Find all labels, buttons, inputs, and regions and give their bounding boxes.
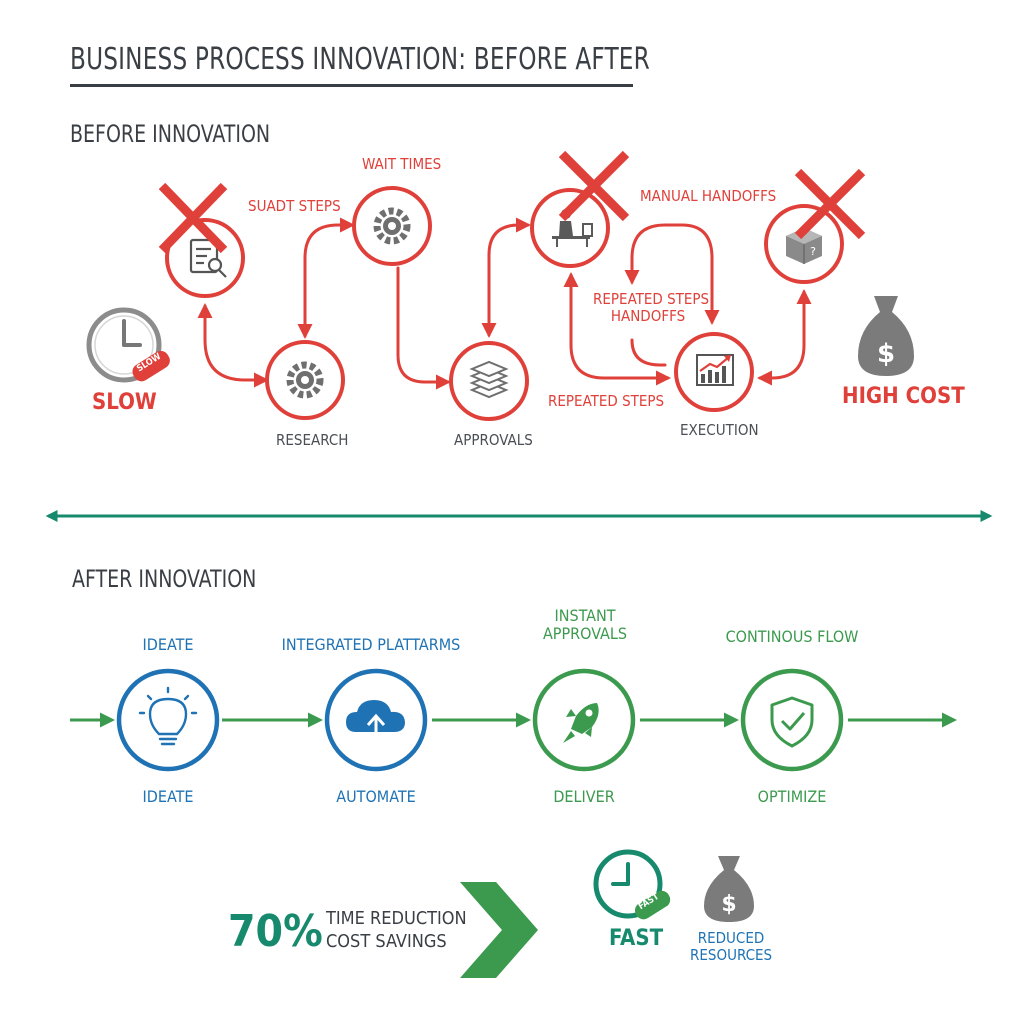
slow-label: SLOW: [92, 390, 157, 415]
fast-clock-icon: [593, 849, 671, 920]
reduced-line2: RESOURCES: [690, 946, 773, 965]
annotation-wait-times: WAIT TIMES: [362, 155, 442, 173]
before-approvals-node: [449, 341, 529, 421]
high-cost-money-bag-icon: $: [858, 296, 914, 376]
savings-percent: 70%: [228, 906, 323, 957]
before-gear-node: [352, 186, 432, 266]
after-bottom-label-ideate: IDEATE: [142, 787, 194, 806]
after-bottom-label-optimize: OPTIMIZE: [757, 787, 827, 806]
after-bottom-label-automate: AUTOMATE: [336, 787, 416, 806]
box-question-icon: ?: [786, 228, 822, 264]
after-automate-node: [324, 668, 428, 772]
step-label-research: RESEARCH: [276, 431, 349, 449]
svg-text:?: ?: [810, 245, 816, 258]
before-heading: BEFORE INNOVATION: [70, 120, 271, 148]
before-doc-node: [165, 218, 245, 298]
slow-clock-icon: [86, 307, 170, 383]
connector-research-gear: [297, 217, 355, 339]
after-bottom-label-deliver: DELIVER: [553, 787, 615, 806]
slow-badge: [132, 350, 170, 382]
gear-icon: [286, 361, 324, 399]
before-research-node: [265, 340, 345, 420]
after-ideate-node: [116, 668, 220, 772]
connector-loop-handoffs: [624, 223, 720, 325]
annotation-manual-handoffs: MANUAL HANDOFFS: [640, 187, 777, 205]
gear-icon: [373, 207, 411, 245]
document-search-icon: [189, 238, 227, 278]
savings-description: TIME REDUCTION COST SAVINGS: [326, 907, 467, 954]
results-chevron: [460, 882, 538, 978]
reduced-resources-label: REDUCED RESOURCES: [690, 929, 773, 965]
after-top-label-integrated: INTEGRATED PLATTARMS: [281, 635, 461, 654]
page-title: BUSINESS PROCESS INNOVATION: BEFORE AFTE…: [70, 42, 650, 77]
connector-doc-research: [197, 303, 269, 388]
fast-label: FAST: [609, 926, 664, 951]
after-deliver-node: [532, 668, 636, 772]
x-mark-box: [794, 168, 866, 240]
connector-execution-box: [757, 289, 812, 386]
title-underline: [70, 84, 633, 87]
savings-line-time: TIME REDUCTION: [326, 908, 467, 929]
before-execution-node: [674, 332, 754, 412]
x-mark-doc: [158, 182, 228, 254]
step-label-execution: EXECUTION: [680, 421, 759, 439]
annotation-extra-steps: SUADT STEPS: [248, 197, 341, 215]
reduced-money-bag-icon: $: [704, 856, 754, 922]
growth-chart-icon: [696, 354, 734, 386]
connector-approvals-desk: [481, 217, 531, 338]
after-top-label-instant-line1: INSTANT: [554, 606, 616, 625]
connector-loop-repeated: [630, 338, 667, 367]
annotation-repeated-handoffs-line1: REPEATED STEPS: [593, 290, 710, 308]
x-mark-desk: [558, 150, 630, 222]
before-box-node: ?: [764, 204, 844, 284]
annotation-repeated-steps: REPEATED STEPS: [548, 392, 665, 410]
high-cost-label: HIGH COST: [842, 384, 965, 409]
svg-text:$: $: [721, 892, 736, 917]
after-top-label-ideate: IDEATE: [142, 635, 194, 654]
savings-line-cost: COST SAVINGS: [326, 931, 447, 953]
annotation-repeated-handoffs-line2: HANDOFFS: [610, 307, 686, 326]
after-top-label-instant: INSTANT APPROVALS: [534, 606, 636, 644]
after-heading: AFTER INNOVATION: [72, 565, 257, 593]
rocket-icon: [563, 703, 599, 743]
after-optimize-node: [740, 668, 844, 772]
step-label-approvals: APPROVALS: [454, 431, 533, 449]
fast-badge: [634, 890, 671, 920]
svg-text:$: $: [877, 339, 895, 369]
connector-gear-approvals: [396, 266, 451, 390]
after-top-label-instant-line2: APPROVALS: [542, 624, 628, 644]
shield-check-icon: [770, 696, 814, 748]
stack-icon: [469, 360, 509, 399]
cloud-upload-icon: [346, 700, 405, 740]
lightbulb-icon: [138, 686, 198, 746]
reduced-line1: REDUCED: [697, 929, 765, 947]
before-desk-node: [530, 188, 610, 268]
connector-desk-execution: [563, 272, 671, 386]
after-top-label-continous: CONTINOUS FLOW: [725, 627, 859, 646]
before-flow-connectors: [197, 217, 812, 390]
annotation-repeated-handoffs: REPEATED STEPS HANDOFFS: [593, 290, 710, 326]
